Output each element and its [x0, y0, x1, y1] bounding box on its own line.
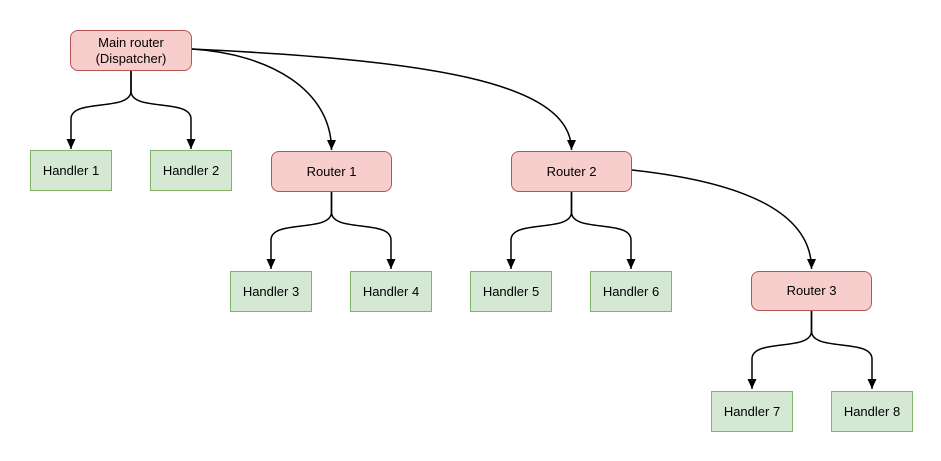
node-handler-8-label: Handler 8 — [843, 403, 901, 419]
edge-router-2-to-handler-5 — [506, 192, 573, 269]
edge-router-2-to-router-3 — [631, 169, 816, 270]
node-router-1-label: Router 1 — [306, 163, 357, 179]
edge-router-1-to-handler-3 — [266, 192, 333, 269]
node-router-1: Router 1 — [271, 151, 392, 192]
edge-main-router-to-handler-1 — [66, 71, 132, 149]
node-router-2-label: Router 2 — [546, 163, 597, 179]
node-handler-6: Handler 6 — [590, 271, 672, 312]
node-handler-5: Handler 5 — [470, 271, 552, 312]
node-handler-7-label: Handler 7 — [723, 403, 781, 419]
edge-main-router-to-router-2 — [191, 48, 576, 151]
node-handler-3: Handler 3 — [230, 271, 312, 312]
node-handler-5-label: Handler 5 — [482, 283, 540, 299]
node-router-2: Router 2 — [511, 151, 632, 192]
node-handler-6-label: Handler 6 — [602, 283, 660, 299]
node-main-router-label: Main router (Dispatcher) — [95, 34, 167, 66]
edge-router-3-to-handler-7 — [747, 311, 813, 389]
node-handler-8: Handler 8 — [831, 391, 913, 432]
edge-main-router-to-router-1 — [191, 48, 336, 151]
edge-router-3-to-handler-8 — [810, 311, 877, 389]
node-handler-7: Handler 7 — [711, 391, 793, 432]
node-handler-2-label: Handler 2 — [162, 162, 220, 178]
node-handler-4: Handler 4 — [350, 271, 432, 312]
node-handler-1: Handler 1 — [30, 150, 112, 191]
node-handler-1-label: Handler 1 — [42, 162, 100, 178]
node-main-router: Main router (Dispatcher) — [70, 30, 192, 71]
edge-router-2-to-handler-6 — [570, 192, 636, 269]
node-handler-3-label: Handler 3 — [242, 283, 300, 299]
node-handler-4-label: Handler 4 — [362, 283, 420, 299]
edge-router-1-to-handler-4 — [330, 192, 396, 269]
node-router-3-label: Router 3 — [786, 283, 837, 299]
node-handler-2: Handler 2 — [150, 150, 232, 191]
node-router-3: Router 3 — [751, 271, 872, 311]
edge-main-router-to-handler-2 — [130, 71, 196, 149]
